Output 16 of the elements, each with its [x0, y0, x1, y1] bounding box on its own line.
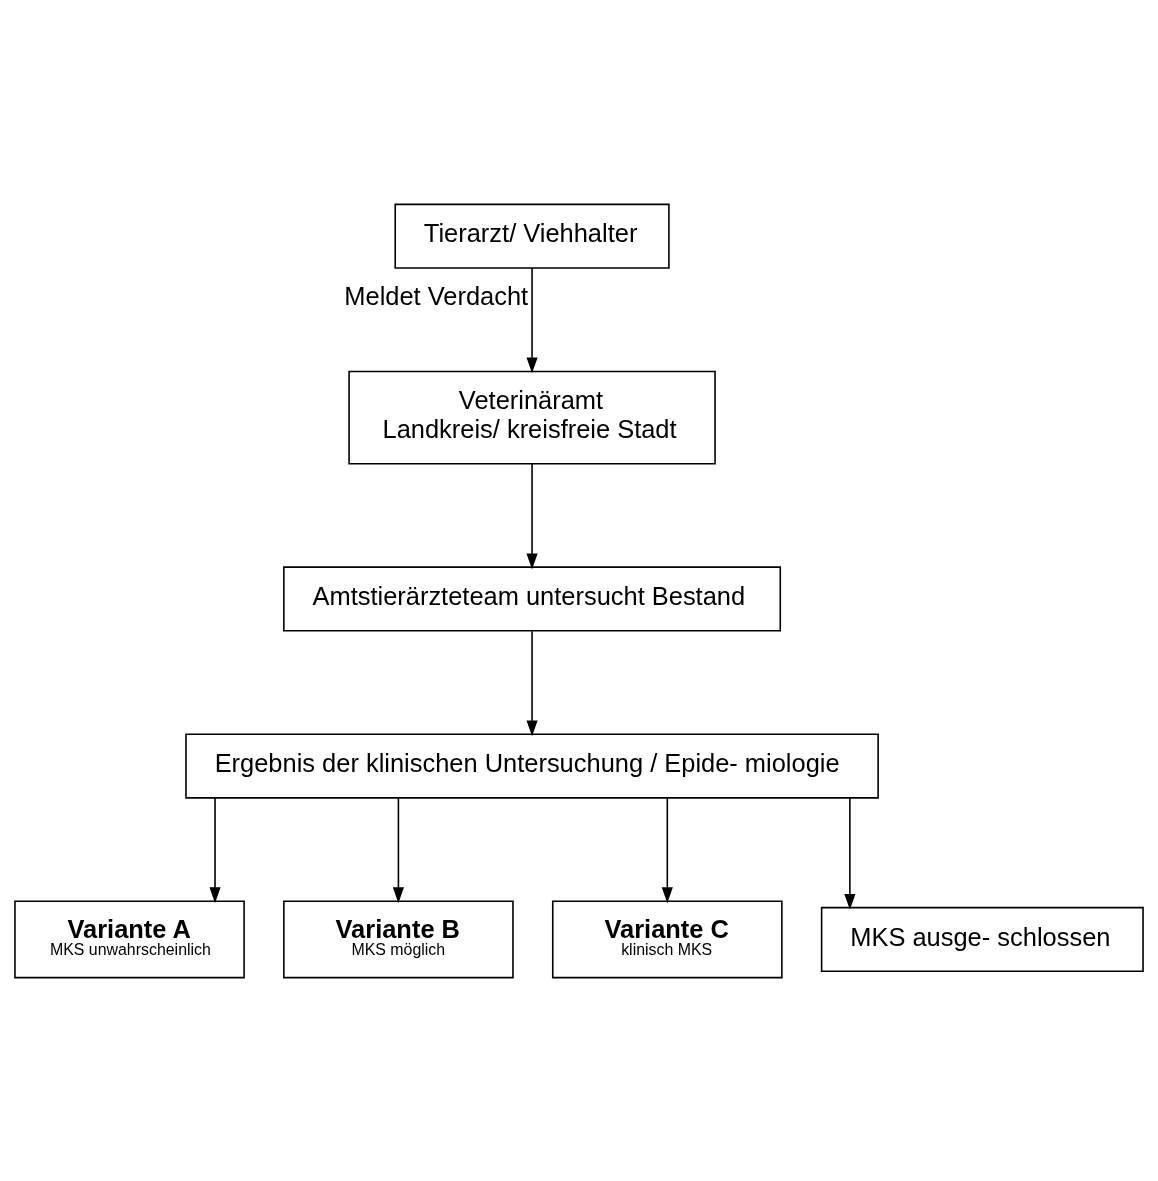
arrow: [661, 796, 673, 903]
node-box: MKS ausge- schlossen: [820, 906, 1144, 972]
arrow: [526, 462, 538, 569]
node-box: Amtstierärzteteam untersucht Bestand: [283, 565, 782, 632]
node-box: Ergebnis der klinischen Untersuchung / Epide- miologie: [185, 732, 879, 799]
node-box: Variante A MKS unwahrscheinlich: [14, 899, 245, 978]
arrow: [209, 796, 221, 903]
node-box: Variante C klinisch MKS: [551, 899, 783, 978]
arrow: [526, 629, 538, 736]
edge-label: Meldet Verdacht: [344, 281, 529, 310]
node-box: Variante B MKS möglich: [283, 899, 514, 978]
node-box: Tierarzt/ Viehhalter: [394, 203, 670, 269]
arrow: [392, 796, 404, 903]
node-box: Veterinäramt Landkreis/ kreisfreie Stadt: [348, 370, 716, 464]
arrow: [526, 266, 538, 373]
arrow: [844, 796, 856, 910]
